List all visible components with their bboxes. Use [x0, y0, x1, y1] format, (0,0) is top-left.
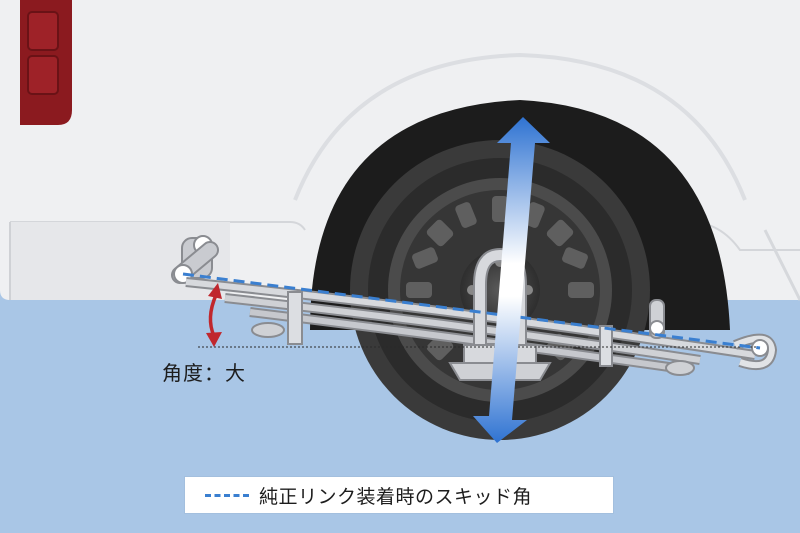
skid-angle-dashed-line: [182, 272, 761, 350]
angle-label: 角度：大: [162, 361, 246, 385]
curved-double-arrow-icon: [206, 283, 222, 347]
double-arrow-vertical-icon: [473, 117, 550, 443]
tail-light: [20, 0, 72, 125]
legend-text: 純正リンク装着時のスキッド角: [259, 485, 533, 508]
legend-dashed-line-icon: [205, 493, 249, 497]
legend-box: 純正リンク装着時のスキッド角: [185, 477, 613, 513]
